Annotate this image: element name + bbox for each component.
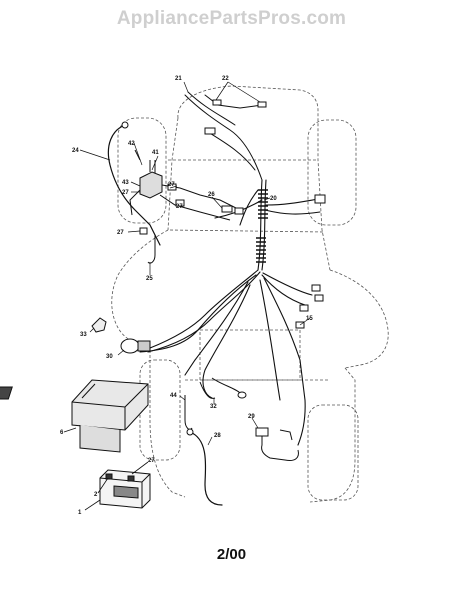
connector-22b [257, 101, 267, 108]
connector-21 [204, 127, 216, 135]
callout-labels: 21 22 24 42 41 43 27 27 27 27 26 20 25 1… [60, 76, 313, 516]
callout-42: 42 [128, 141, 135, 147]
callout-27-upper: 27 [168, 182, 175, 188]
callout-21: 21 [175, 76, 182, 82]
tractor-outline [111, 85, 389, 503]
callout-32: 32 [210, 404, 217, 410]
battery-box [0, 379, 149, 453]
callout-43: 43 [122, 180, 129, 186]
leader-lines [63, 81, 311, 446]
callout-44: 44 [170, 393, 177, 399]
rear-wheel-left [117, 117, 167, 224]
harness-coil-lower [256, 237, 266, 263]
right-connectors [295, 194, 326, 329]
callout-28: 28 [214, 433, 221, 439]
cable-24 [107, 124, 161, 246]
front-wheel-right [307, 404, 359, 501]
callout-24: 24 [72, 148, 79, 154]
callout-33: 33 [80, 332, 87, 338]
callout-15: 15 [306, 316, 313, 322]
callout-26: 26 [208, 192, 215, 198]
connector-22a [212, 99, 222, 106]
connector-29 [255, 427, 299, 461]
callout-29: 29 [248, 414, 255, 420]
callout-30: 30 [106, 354, 113, 360]
callout-20: 20 [270, 196, 277, 202]
connector-26 [221, 205, 244, 215]
part-30 [120, 338, 151, 354]
main-harness [139, 179, 326, 446]
rear-wheel-right [307, 119, 357, 226]
terminal-28 [186, 428, 194, 436]
watermark: AppliancePartsPros.com [116, 8, 347, 29]
callout-22: 22 [222, 76, 229, 82]
callout-27-battery: 27 [148, 458, 155, 464]
front-wheel-left [139, 359, 181, 461]
callout-27-lower: 27 [117, 230, 124, 236]
rear-harness [184, 91, 263, 181]
callout-27-mid: 27 [176, 204, 183, 210]
battery [99, 469, 151, 509]
terminal-24 [121, 121, 129, 129]
date-code: 2/00 [216, 546, 247, 563]
cable-28 [189, 431, 223, 506]
callout-2: 2 [94, 492, 98, 498]
callout-27-ignition: 27 [122, 190, 129, 196]
connectors-27-left [139, 183, 185, 235]
callout-25: 25 [146, 276, 153, 282]
part-33 [91, 317, 107, 333]
harness-coil-upper [258, 189, 268, 219]
callout-6: 6 [60, 430, 64, 436]
cable-25 [147, 235, 156, 264]
callout-1: 1 [78, 510, 82, 516]
callout-41: 41 [152, 150, 159, 156]
battery-leaders [84, 461, 149, 511]
